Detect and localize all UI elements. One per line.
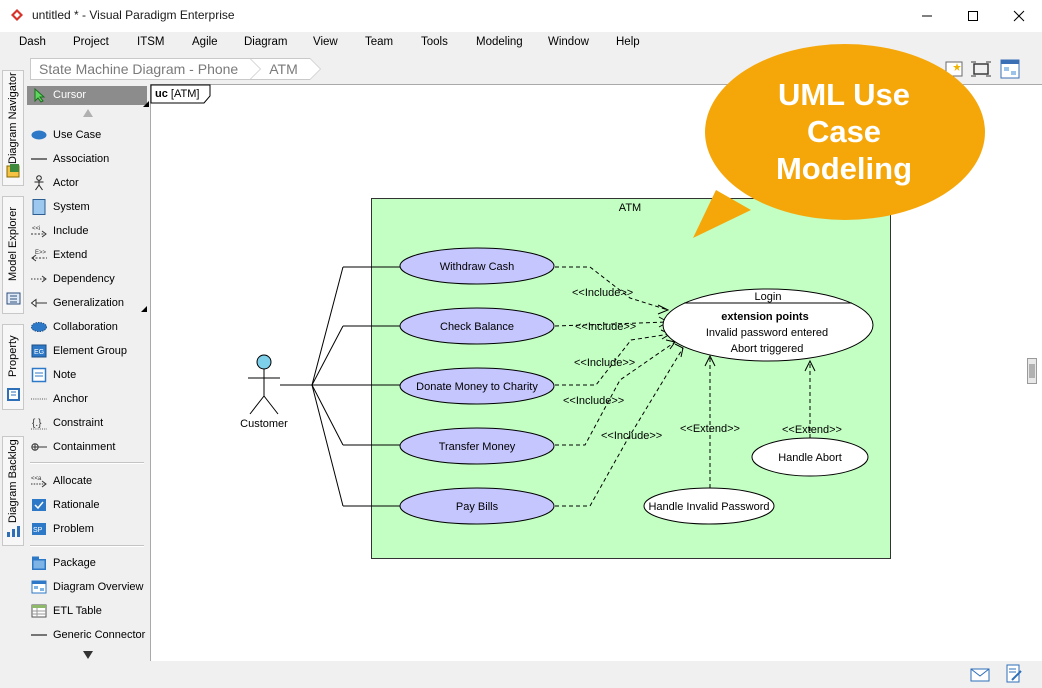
use-case-handle-invalid-password[interactable]: Handle Invalid Password	[644, 488, 774, 524]
use-case-donate-money-to-charity[interactable]: Donate Money to Charity	[400, 368, 554, 404]
actor-customer[interactable]: Customer	[240, 355, 288, 430]
extension-points-title: extension points	[721, 311, 808, 323]
mail-icon[interactable]	[970, 668, 990, 682]
callout-text: UML Use Case Modeling	[740, 76, 948, 187]
frame-kind: uc	[155, 88, 168, 100]
use-case-label: Pay Bills	[456, 501, 499, 513]
include-label: <<Include>>	[575, 321, 636, 333]
login-name: Login	[755, 291, 782, 303]
extend-label: <<Extend>>	[680, 423, 740, 435]
actor-name: Customer	[240, 418, 288, 430]
diagram-frame-label: uc [ATM]	[155, 88, 199, 100]
extension-point: Abort triggered	[731, 343, 804, 355]
callout-line: UML Use	[740, 76, 948, 113]
use-case-label: Handle Abort	[778, 452, 842, 464]
canvas-scroll-handle[interactable]	[1027, 358, 1037, 384]
document-edit-icon[interactable]	[1005, 664, 1023, 684]
use-case-label: Transfer Money	[439, 441, 516, 453]
system-name: ATM	[619, 202, 641, 214]
include-label: <<Include>>	[601, 430, 662, 442]
use-case-check-balance[interactable]: Check Balance	[400, 308, 554, 344]
frame-name: [ATM]	[171, 88, 200, 100]
extension-point: Invalid password entered	[706, 327, 828, 339]
include-label: <<Include>>	[563, 395, 624, 407]
include-label: <<Include>>	[572, 287, 633, 299]
extend-label: <<Extend>>	[782, 424, 842, 436]
use-case-withdraw-cash[interactable]: Withdraw Cash	[400, 248, 554, 284]
include-label: <<Include>>	[574, 357, 635, 369]
use-case-login[interactable]: Login extension points Invalid password …	[663, 289, 873, 361]
use-case-label: Donate Money to Charity	[416, 381, 538, 393]
status-bar	[0, 661, 1042, 688]
use-case-label: Handle Invalid Password	[648, 501, 769, 513]
use-case-pay-bills[interactable]: Pay Bills	[400, 488, 554, 524]
use-case-label: Check Balance	[440, 321, 514, 333]
use-case-handle-abort[interactable]: Handle Abort	[752, 438, 868, 476]
callout-line: Case	[740, 113, 948, 150]
use-case-label: Withdraw Cash	[440, 261, 515, 273]
use-case-transfer-money[interactable]: Transfer Money	[400, 428, 554, 464]
callout-line: Modeling	[740, 150, 948, 187]
